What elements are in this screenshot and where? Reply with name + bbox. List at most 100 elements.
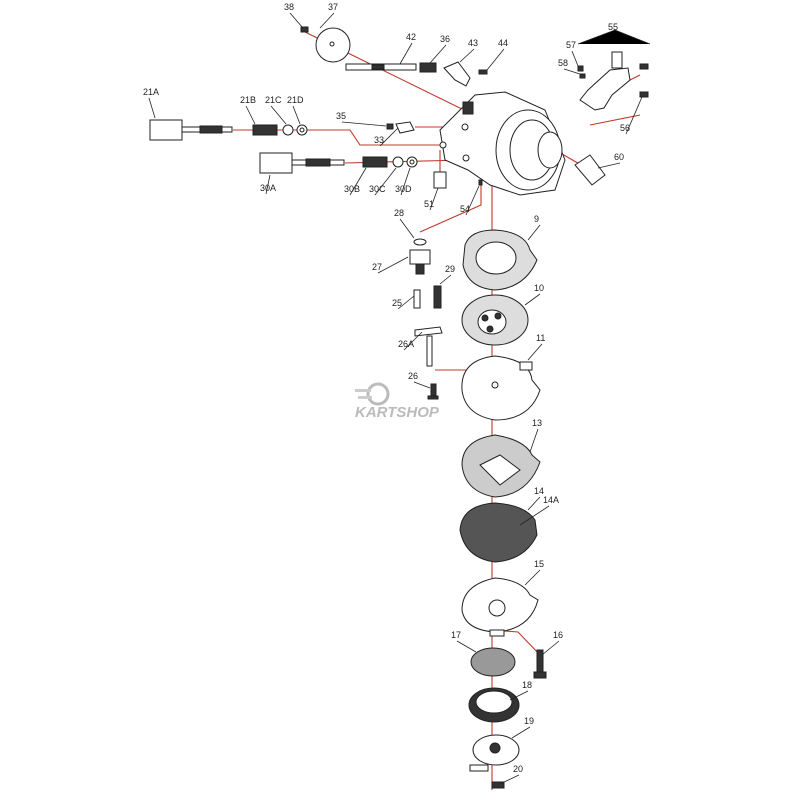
leader-line — [374, 167, 397, 196]
part-label: 11 — [536, 333, 545, 343]
leader-line — [379, 127, 399, 147]
leader-line — [527, 343, 543, 361]
leader-line — [429, 187, 439, 211]
part-30B-spring — [362, 156, 388, 168]
leader-line — [270, 105, 287, 125]
leader-line — [509, 690, 529, 701]
part-26A-lever — [414, 326, 443, 367]
leader-line — [265, 174, 271, 195]
leader-line — [524, 293, 541, 306]
part-label: 29 — [445, 264, 455, 274]
part-label: 26 — [408, 371, 418, 381]
part-label: 36 — [440, 34, 450, 44]
part-21A-needle — [149, 119, 233, 141]
part-13-gasket — [461, 434, 541, 498]
part-label: 21C — [265, 95, 282, 105]
part-30A-needle — [259, 152, 345, 174]
part-54-pin — [478, 179, 483, 186]
leader-line — [403, 331, 423, 351]
part-16-screw — [533, 649, 547, 679]
leader-line — [527, 496, 541, 511]
part-19-cover — [469, 734, 520, 772]
leader-line — [341, 121, 387, 127]
leader-line — [459, 48, 475, 63]
part-label: 17 — [451, 630, 461, 640]
part-label: 38 — [284, 2, 294, 12]
part-label: 60 — [614, 152, 624, 162]
leader-line — [245, 105, 256, 125]
part-43-throttle-lever — [443, 61, 471, 87]
part-label: 35 — [336, 111, 346, 121]
part-label: 42 — [406, 32, 416, 42]
part-label: 25 — [392, 298, 402, 308]
leader-line — [399, 218, 415, 239]
leader-line — [399, 42, 413, 65]
part-21C-washer — [282, 124, 294, 136]
leader-line — [527, 224, 541, 241]
part-38-screw — [300, 26, 309, 33]
part-label: 56 — [620, 123, 630, 133]
part-20-screw — [491, 781, 505, 789]
part-30C-washer — [392, 156, 404, 168]
leader-line — [377, 256, 409, 274]
part-56-screw — [639, 63, 649, 98]
part-label: 18 — [522, 680, 532, 690]
part-label: 30A — [260, 183, 276, 193]
part-label: 58 — [558, 58, 568, 68]
part-label: 55 — [608, 22, 618, 32]
part-label: 51 — [424, 199, 434, 209]
part-label: 27 — [372, 262, 382, 272]
part-label: 10 — [534, 283, 544, 293]
part-label: 9 — [534, 214, 539, 224]
part-11-pump-body — [461, 355, 541, 421]
part-label: 13 — [532, 418, 542, 428]
part-label: 21D — [287, 95, 304, 105]
part-label: 28 — [394, 208, 404, 218]
part-label: 21B — [240, 95, 256, 105]
part-28-oring — [413, 238, 427, 246]
part-25-inlet-needle — [413, 289, 421, 309]
leader-line — [292, 105, 301, 125]
part-60-plug — [574, 154, 606, 186]
part-37-throttle-plate — [315, 27, 351, 63]
carburetor-body — [439, 91, 566, 196]
leader-line — [289, 12, 304, 29]
part-14-diaphragm — [459, 502, 538, 563]
part-label: 30D — [395, 184, 412, 194]
part-21B-spring — [252, 124, 278, 136]
part-21D-oring — [296, 124, 308, 136]
leader-line — [625, 96, 643, 135]
part-26-screw — [427, 383, 439, 400]
leader-line — [456, 640, 477, 653]
leader-line — [524, 569, 541, 586]
leader-line — [413, 381, 431, 389]
part-42-throttle-shaft — [345, 63, 417, 71]
leader-line — [429, 44, 447, 64]
part-51-cup — [433, 171, 447, 189]
part-35-screw — [386, 123, 394, 130]
leader-line — [499, 774, 520, 785]
part-33-clip — [395, 121, 415, 134]
part-label: 54 — [460, 204, 470, 214]
part-label: 57 — [566, 40, 576, 50]
leader-line — [529, 428, 539, 453]
part-label: 20 — [513, 764, 523, 774]
leader-line — [563, 68, 581, 75]
leader-line — [148, 97, 156, 119]
leader-line — [519, 505, 550, 526]
part-27-needle-seat — [409, 249, 431, 275]
part-9-gasket — [462, 229, 538, 291]
leader-line — [597, 162, 621, 169]
part-label: 37 — [328, 2, 338, 12]
leader-line — [397, 295, 415, 310]
leader-line — [541, 640, 560, 656]
part-label: 44 — [498, 38, 508, 48]
watermark-text: KARTSHOP — [355, 404, 440, 421]
leader-line — [486, 48, 505, 71]
leader-line — [400, 167, 411, 196]
part-17-screen — [470, 647, 516, 677]
part-10-diaphragm — [461, 294, 529, 346]
part-label: 33 — [374, 135, 384, 145]
part-44-screw — [478, 69, 488, 75]
